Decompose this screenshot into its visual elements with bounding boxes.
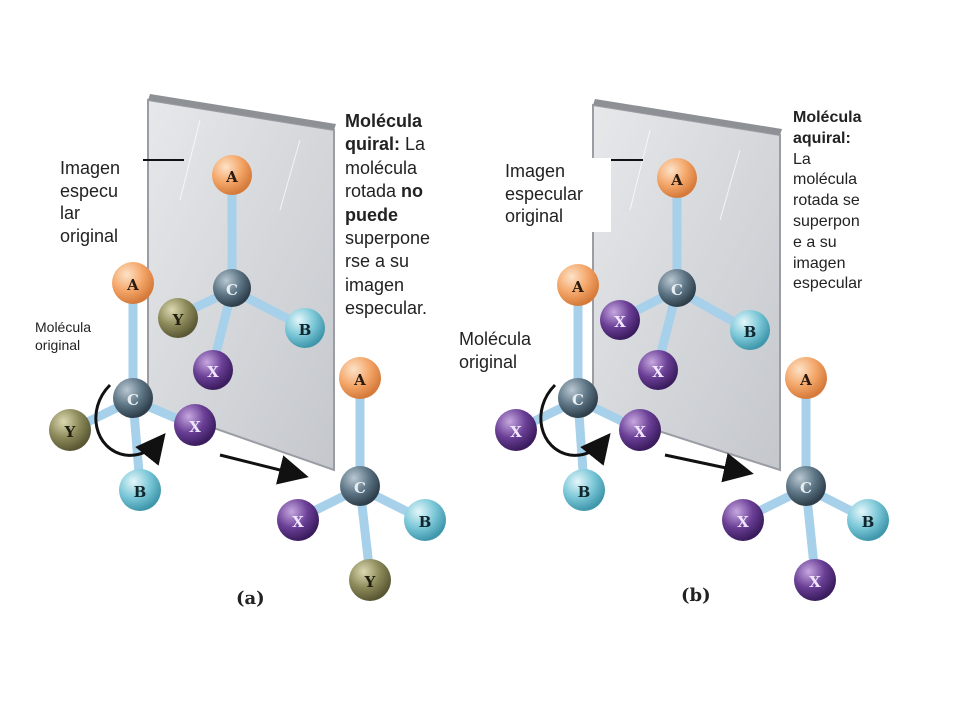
- atom-c-letter: C: [127, 391, 139, 409]
- label-line: original: [505, 206, 564, 226]
- original-molecule-b: A X X B C: [495, 264, 661, 511]
- atom-x-letter: X: [809, 573, 821, 591]
- atom-a-letter: A: [670, 171, 683, 189]
- atom-c: [213, 269, 251, 307]
- atom-c-letter: C: [354, 479, 366, 497]
- atom-a-letter: A: [799, 371, 812, 389]
- panel-b: A X B X C A X X B C: [495, 99, 889, 601]
- atom-c-letter: C: [800, 479, 812, 497]
- description-emphasis: puede: [345, 204, 399, 225]
- label-line: original: [35, 337, 81, 354]
- atom-y-letter: Y: [172, 311, 184, 329]
- label-line: original: [459, 351, 518, 372]
- atom-b-letter: B: [419, 513, 432, 531]
- atom-b-letter: B: [134, 483, 147, 501]
- mirror-image-label-b: Imagen especular original: [502, 158, 611, 232]
- atom-a-letter: A: [571, 278, 584, 296]
- original-molecule-label-b: Molécula original: [456, 326, 551, 377]
- atom-c-letter: C: [226, 281, 238, 299]
- atom-x-letter: X: [189, 418, 201, 436]
- description-emphasis: no: [401, 181, 424, 202]
- atom-x-letter: X: [634, 423, 646, 441]
- atom-x-letter: X: [510, 423, 522, 441]
- description-text: La: [405, 134, 426, 155]
- description-title-line: Molécula: [793, 109, 862, 126]
- rotation-arrow-icon: [94, 383, 166, 466]
- description-text: e a su: [793, 233, 837, 251]
- mirror-image-molecule-a: A Y B X C: [158, 155, 325, 390]
- atom-b-letter: B: [578, 483, 591, 501]
- label-line: original: [60, 225, 119, 246]
- label-line: Molécula: [459, 329, 532, 349]
- label-line: especular: [505, 183, 584, 204]
- atom-b-letter: B: [862, 513, 875, 531]
- original-molecule-a: A Y X B C: [49, 262, 216, 511]
- atom-c-letter: C: [572, 391, 584, 409]
- panel-a: A Y B X C A Y X B C: [49, 94, 446, 601]
- atom-x: [193, 350, 233, 390]
- description-text: La: [793, 150, 811, 168]
- description-text: especular.: [345, 298, 428, 319]
- rotated-molecule-b: A X B X C: [722, 357, 889, 601]
- atom-a: [212, 155, 252, 195]
- description-text: imagen: [793, 254, 846, 272]
- chiral-description: Molécula quiral: La molécula rotada no p…: [345, 110, 455, 321]
- atom-a-letter: A: [353, 371, 366, 389]
- atom-b-letter: B: [299, 321, 312, 339]
- description-title-line: quiral:: [345, 134, 401, 155]
- label-line: Imagen: [60, 158, 121, 178]
- label-line: lar: [60, 203, 81, 223]
- arrow-icon: [664, 452, 754, 483]
- rotation-arrow-icon: [539, 383, 611, 466]
- rotated-molecule-a: A X B Y C: [277, 357, 446, 601]
- panel-a-caption: (a): [236, 588, 265, 609]
- atom-b: [285, 308, 325, 348]
- atom-a-letter: A: [225, 168, 238, 186]
- atom-c-letter: C: [671, 281, 683, 299]
- description-text: especular: [793, 275, 863, 293]
- description-text: rotada se: [793, 192, 860, 210]
- arrow-icon: [219, 453, 309, 485]
- mirror-image-molecule-b: A X B X C: [600, 158, 770, 390]
- panel-b-caption: (b): [681, 585, 711, 606]
- atom-y: [158, 298, 198, 338]
- label-line: Imagen: [505, 161, 566, 181]
- achiral-description: Molécula aquiral: La molécula rotada se …: [793, 108, 913, 295]
- description-title-line: Molécula: [345, 111, 423, 131]
- description-title-line: aquiral:: [793, 129, 851, 147]
- atom-x-letter: X: [292, 513, 304, 531]
- label-line: especu: [60, 180, 119, 201]
- atom-x-letter: X: [652, 363, 664, 381]
- atom-a-letter: A: [126, 276, 139, 294]
- atom-x-letter: X: [614, 313, 626, 331]
- atom-b-letter: B: [744, 323, 757, 341]
- original-molecule-label-a: Molécula original: [35, 318, 125, 354]
- atom-y-letter: Y: [64, 423, 76, 441]
- mirror-image-label-a: Imagen especu lar original: [60, 157, 140, 247]
- description-text: rotada: [345, 181, 402, 202]
- description-text: rse a su: [345, 251, 410, 272]
- atom-y-letter: Y: [364, 573, 376, 591]
- description-text: imagen: [345, 274, 405, 295]
- description-text: superpon: [793, 212, 860, 230]
- label-line: Molécula: [35, 319, 92, 335]
- atom-x-letter: X: [737, 513, 749, 531]
- atom-x-letter: X: [207, 363, 219, 381]
- description-text: superpone: [345, 227, 431, 248]
- description-text: molécula: [793, 171, 858, 189]
- description-text: molécula: [345, 157, 418, 178]
